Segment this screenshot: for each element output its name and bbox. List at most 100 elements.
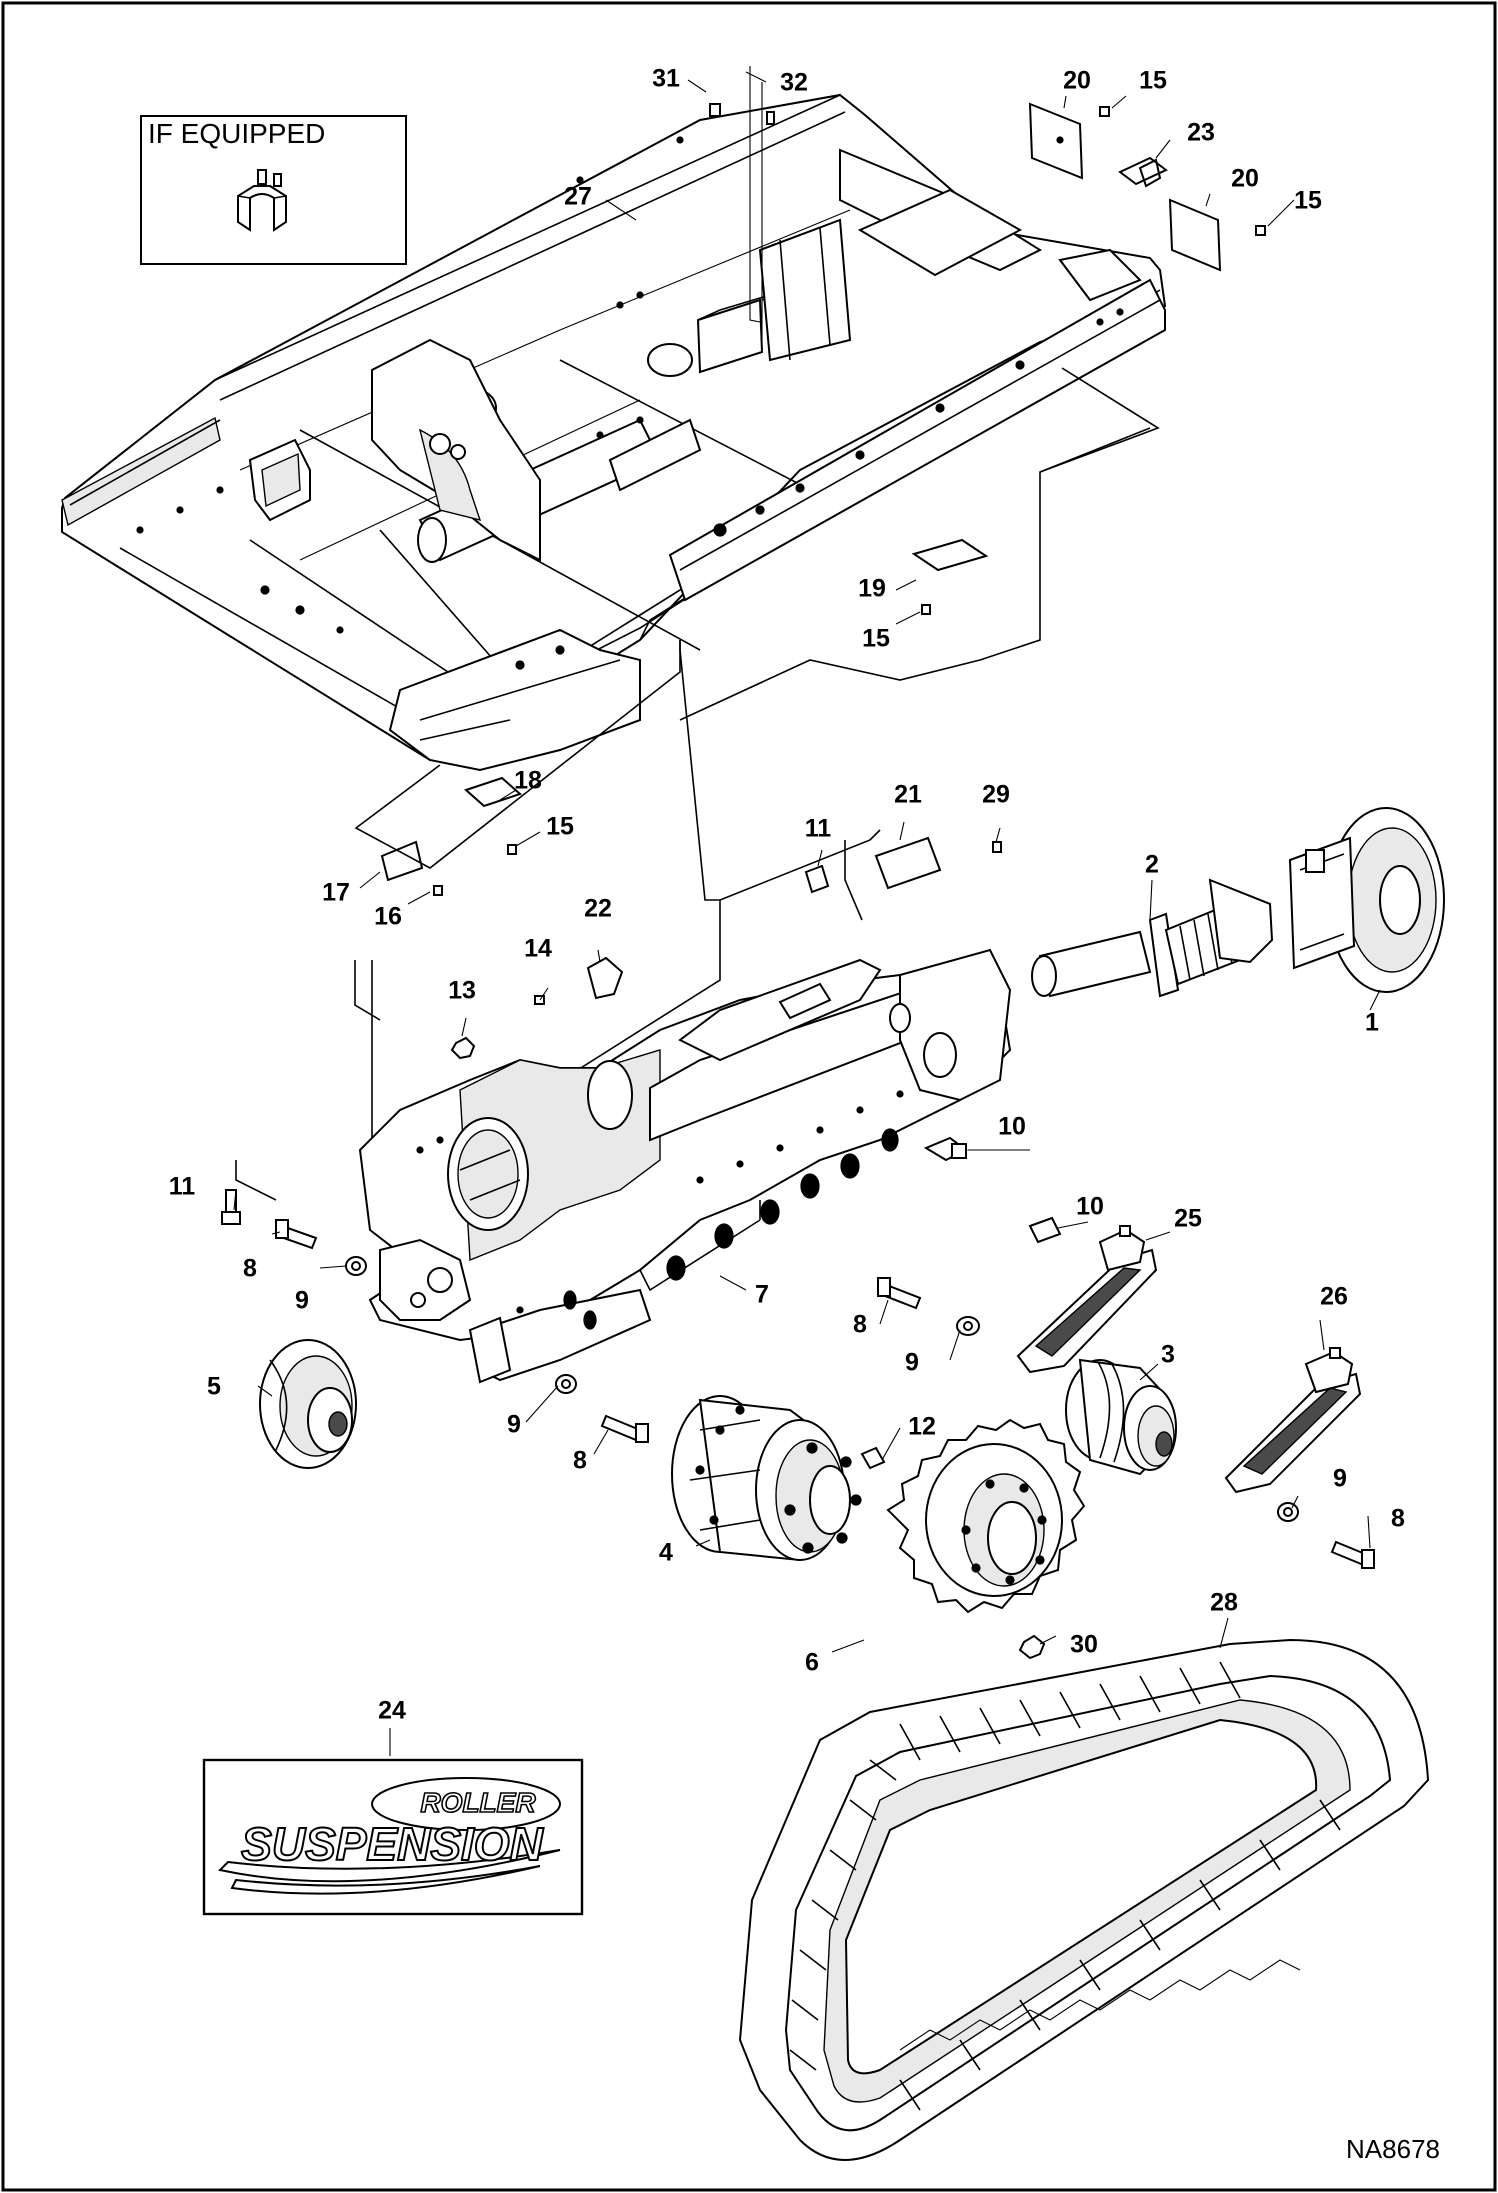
callout-10-lower: 10 — [1076, 1193, 1104, 1221]
callout-27: 27 — [564, 183, 592, 211]
inset-bracket-part — [237, 169, 287, 232]
callout-10-upper: 10 — [998, 1113, 1026, 1141]
callout-31: 31 — [652, 65, 680, 93]
part-13-nut — [450, 1036, 476, 1060]
part-25-roller-bracket — [1016, 1225, 1158, 1374]
part-15-screw-b — [1255, 225, 1266, 236]
part-19-plate — [911, 538, 989, 572]
callout-leaders — [233, 66, 1381, 1756]
callout-14: 14 — [524, 935, 552, 963]
frame-holes — [136, 136, 1124, 670]
callout-29: 29 — [982, 781, 1010, 809]
callout-24: 24 — [378, 1697, 406, 1725]
callout-26: 26 — [1320, 1283, 1348, 1311]
part-22-cap — [586, 956, 624, 1000]
callout-15-top: 15 — [1139, 67, 1167, 95]
part-9-washer-right — [1277, 1502, 1299, 1522]
part-12-bolt — [860, 1446, 886, 1470]
part-17-plate — [380, 840, 424, 882]
callout-22: 22 — [584, 895, 612, 923]
part-23-clip — [1118, 156, 1168, 188]
sprocket-holes — [961, 1479, 1047, 1585]
part-10-bolt-lower — [1028, 1216, 1062, 1244]
part-18-plate — [464, 776, 522, 808]
callout-20-top: 20 — [1063, 67, 1091, 95]
callout-2: 2 — [1145, 851, 1159, 879]
callout-13: 13 — [448, 977, 476, 1005]
callout-21: 21 — [894, 781, 922, 809]
callout-23: 23 — [1187, 119, 1215, 147]
callout-12: 12 — [908, 1413, 936, 1441]
callout-8-lower: 8 — [573, 1447, 587, 1475]
part-4-drive-motor — [671, 1395, 862, 1562]
callout-28: 28 — [1210, 1589, 1238, 1617]
part-10-bolt-upper — [923, 1136, 968, 1162]
callout-19: 19 — [858, 575, 886, 603]
part-2-tensioner-cylinder — [1031, 878, 1274, 998]
part-32-pin — [766, 111, 775, 125]
part-31-bolt — [709, 103, 721, 117]
callout-1: 1 — [1365, 1009, 1379, 1037]
part-14-screw — [534, 995, 545, 1005]
part-29-screw — [992, 841, 1002, 853]
if-equipped-inset: IF EQUIPPED — [140, 115, 407, 265]
decal-text-suspension: SUSPENSION — [241, 1818, 543, 1870]
part-15-screw-a — [1099, 106, 1110, 117]
callout-30: 30 — [1070, 1631, 1098, 1659]
part-1-front-idler — [1288, 807, 1445, 993]
callout-9-left: 9 — [295, 1287, 309, 1315]
callout-8-mid: 8 — [853, 1311, 867, 1339]
upper-frame-27 — [61, 93, 1167, 772]
part-20-plate-upper — [1028, 102, 1084, 180]
callout-8-left: 8 — [243, 1255, 257, 1283]
part-5-rear-idler — [259, 1339, 357, 1469]
callout-16: 16 — [374, 903, 402, 931]
callout-15-right: 15 — [1294, 187, 1322, 215]
part-11-bolt-lower — [221, 1189, 241, 1225]
part-11-bolt-upper — [804, 864, 830, 894]
callout-20-right: 20 — [1231, 165, 1259, 193]
callout-5: 5 — [207, 1373, 221, 1401]
part-30-nut — [1018, 1634, 1046, 1660]
callout-4: 4 — [659, 1539, 673, 1567]
part-8-bolt-left — [275, 1219, 318, 1250]
callout-11-lower: 11 — [169, 1173, 196, 1201]
part-16-screw — [433, 885, 443, 896]
track-lugs — [789, 1661, 1341, 2111]
track-frame-holes — [416, 1090, 904, 1314]
part-3-bottom-roller — [1065, 1358, 1177, 1476]
part-6-sprocket — [886, 1418, 1086, 1614]
callout-15-low: 15 — [546, 813, 574, 841]
decal-text-roller: ROLLER — [420, 1787, 536, 1818]
part-20-plate-right — [1168, 198, 1222, 272]
if-equipped-caption: IF EQUIPPED — [148, 118, 325, 149]
track-frame-7 — [358, 948, 1012, 1384]
part-9-washer-left — [345, 1256, 367, 1276]
callout-9-lower: 9 — [507, 1411, 521, 1439]
part-28-rubber-track — [738, 1638, 1430, 2161]
drawing-number: NA8678 — [1346, 2134, 1440, 2164]
callout-32: 32 — [780, 69, 808, 97]
part-9-washer-mid — [956, 1316, 980, 1336]
part-24-decal: ROLLER SUSPENSION — [202, 1758, 584, 1916]
part-26-roller-bracket — [1224, 1347, 1362, 1494]
part-9-washer-lower — [555, 1374, 577, 1394]
part-8-bolt-mid — [877, 1277, 922, 1310]
part-8-bolt-lower — [600, 1414, 649, 1443]
callout-8-right: 8 — [1391, 1505, 1405, 1533]
callout-11-upper: 11 — [805, 815, 832, 843]
part-21-plate — [874, 836, 942, 890]
part-15-screw-d — [507, 844, 517, 855]
callout-15-mid: 15 — [862, 625, 890, 653]
callout-6: 6 — [805, 1649, 819, 1677]
callout-17: 17 — [322, 879, 350, 907]
motor-bolt-holes — [695, 1405, 862, 1554]
callout-18: 18 — [514, 767, 542, 795]
part-8-bolt-right — [1330, 1540, 1375, 1569]
callout-labels: 31 32 20 15 23 20 15 27 19 15 18 15 17 1… — [169, 65, 1405, 1725]
callout-9-right: 9 — [1333, 1465, 1347, 1493]
callout-7: 7 — [755, 1281, 769, 1309]
